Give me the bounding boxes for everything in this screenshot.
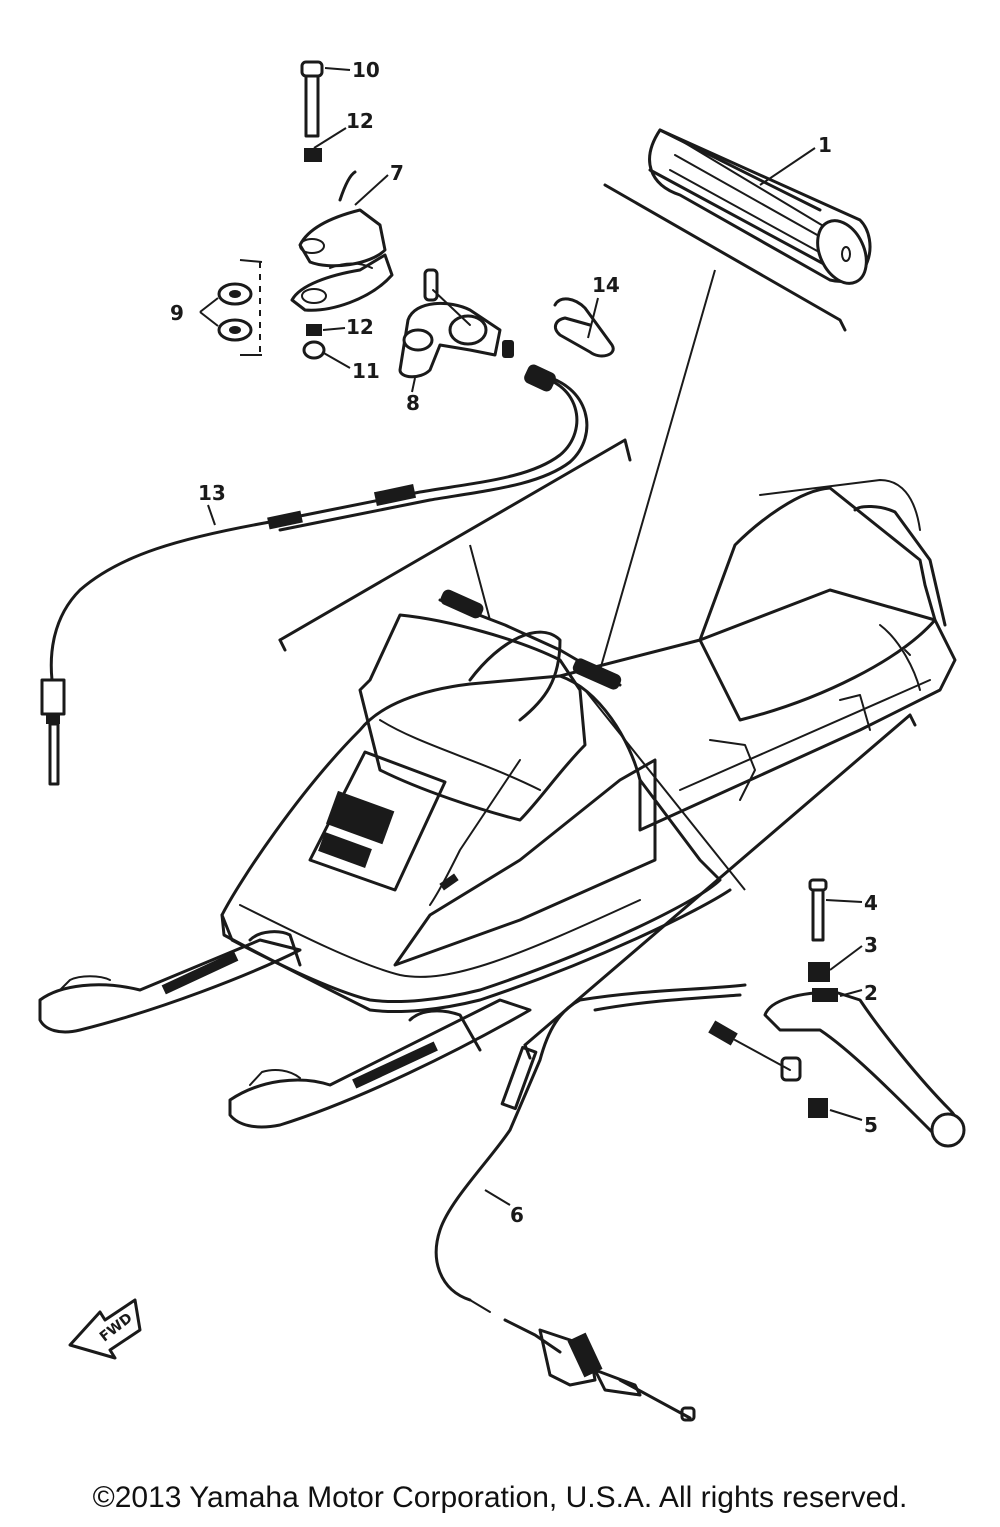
callout-4: 4 [864,891,878,915]
callout-5: 5 [864,1113,878,1137]
callout-13: 13 [198,481,226,505]
forward-direction-arrow: FWD [68,1298,142,1360]
snowmobile-illustration [38,479,957,1129]
callout-8: 8 [406,391,420,415]
callout-6: 6 [510,1203,524,1227]
brake-lever-assembly [434,878,966,1422]
clip-part [553,297,615,358]
callout-7: 7 [390,161,404,185]
callout-3: 3 [864,933,878,957]
callout-leaders [199,67,863,1206]
callout-numbers: 10 12 7 1 14 9 12 11 8 13 4 3 2 5 6 [170,58,878,1227]
callout-2: 2 [864,981,878,1005]
callout-12-upper: 12 [346,109,374,133]
grip-part [648,128,872,285]
throttle-cable-part [40,364,589,786]
throttle-housing-assembly [217,60,514,379]
callout-12-lower: 12 [346,315,374,339]
callout-10: 10 [352,58,380,82]
copyright-notice: ©2013 Yamaha Motor Corporation, U.S.A. A… [92,1481,908,1514]
callout-11: 11 [352,359,380,383]
callout-1: 1 [818,133,832,157]
callout-14: 14 [592,273,620,297]
callout-9: 9 [170,301,184,325]
group-bracket-lines [278,183,917,1060]
